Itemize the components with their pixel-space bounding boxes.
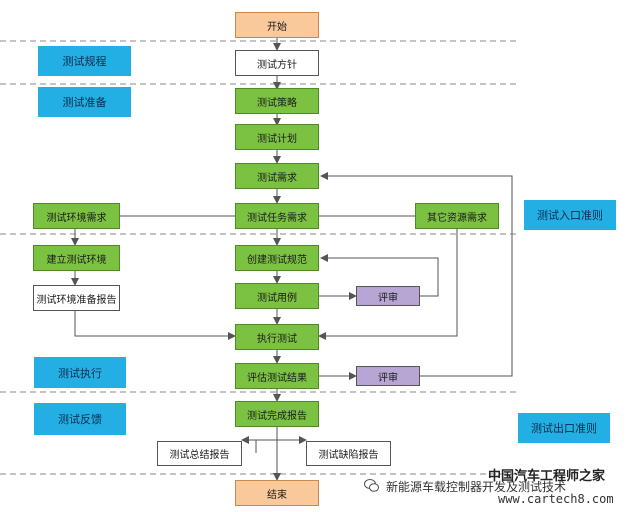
- watermark-site-name: 中国汽车工程师之家: [488, 469, 606, 484]
- node-review-2: 评审: [356, 366, 420, 386]
- phase-dividers: [0, 40, 520, 475]
- watermark-url: www.cartech8.com: [498, 492, 614, 506]
- phase-entry-criteria: 测试入口准则: [524, 200, 616, 230]
- phase-test-regulation: 测试规程: [38, 46, 131, 76]
- watermark-account-name: 新能源车载控制器开发及测试技术: [386, 480, 567, 494]
- node-test-plan: 测试计划: [235, 124, 319, 150]
- node-test-cases: 测试用例: [235, 283, 319, 309]
- edge-review2-requirements: [320, 172, 513, 377]
- node-start: 开始: [235, 12, 319, 38]
- node-summary-report: 测试总结报告: [157, 441, 242, 466]
- phase-test-preparation: 测试准备: [38, 87, 131, 117]
- edge-other-execute: [318, 229, 458, 340]
- node-env-prep-report: 测试环境准备报告: [33, 285, 120, 311]
- node-defect-report: 测试缺陷报告: [306, 441, 391, 466]
- phase-test-feedback: 测试反馈: [34, 403, 126, 435]
- node-env-requirements: 测试环境需求: [33, 203, 120, 229]
- node-other-resource-requirements: 其它资源需求: [415, 203, 499, 229]
- node-end: 结束: [235, 480, 319, 506]
- node-review-1: 评审: [356, 286, 420, 306]
- node-task-requirements: 测试任务需求: [235, 203, 319, 229]
- node-test-requirements: 测试需求: [235, 163, 319, 189]
- wechat-icon: [364, 479, 379, 492]
- node-create-spec: 创建测试规范: [235, 245, 319, 271]
- edge-report-execute: [74, 311, 236, 340]
- node-completion-report: 测试完成报告: [235, 401, 319, 427]
- edge-review1-spec: [320, 254, 439, 297]
- node-test-strategy: 测试策略: [235, 88, 319, 114]
- node-execute-test: 执行测试: [235, 324, 319, 350]
- phase-test-execution: 测试执行: [34, 357, 126, 388]
- node-build-env: 建立测试环境: [33, 245, 120, 271]
- node-evaluate-results: 评估测试结果: [235, 363, 319, 389]
- phase-exit-criteria: 测试出口准则: [518, 413, 610, 443]
- node-test-policy: 测试方针: [235, 50, 319, 76]
